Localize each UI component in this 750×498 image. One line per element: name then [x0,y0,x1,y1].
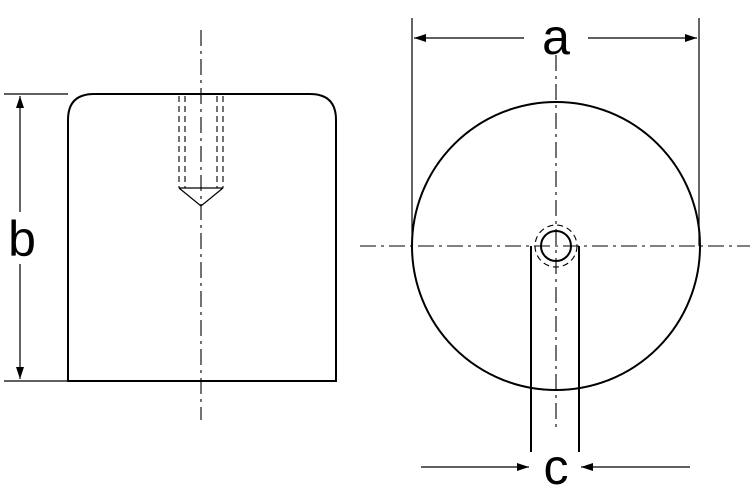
dimension-b-label: b [8,211,36,267]
threaded-hole-hidden [178,96,224,207]
dimension-a-label: a [542,9,570,65]
dimension-b: b [4,93,68,382]
dimension-c: c [421,439,690,495]
dimension-c-label: c [544,439,569,495]
front-view: a c [360,9,750,495]
side-view-outline [67,93,337,382]
side-view: b [4,30,337,420]
dimension-a: a [411,9,700,246]
